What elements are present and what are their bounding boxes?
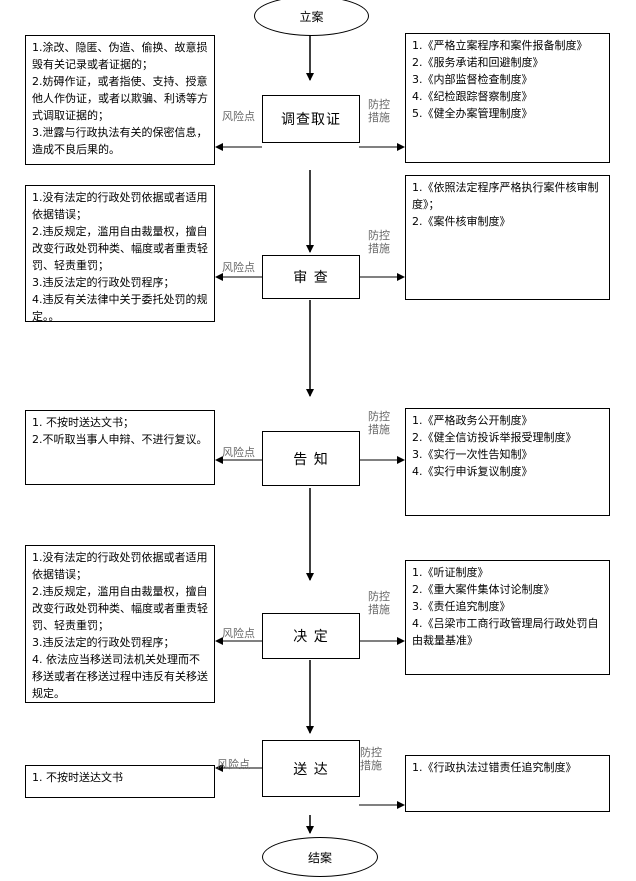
control-item: 1.《依照法定程序严格执行案件核审制度》；: [412, 181, 599, 211]
control-label: 防控措施: [360, 746, 382, 772]
control-label: 防控措施: [368, 229, 390, 255]
step-label: 审 查: [293, 270, 329, 286]
risk-label: 风险点: [222, 446, 255, 459]
risk-item: 4. 依法应当移送司法机关处理而不移送或者在移送过程中违反有关移送规定。: [32, 653, 208, 700]
control-item: 4.《实行申诉复议制度》: [412, 465, 533, 478]
control-item: 2.《健全信访投诉举报受理制度》: [412, 431, 577, 444]
control-item: 1.《听证制度》: [412, 566, 489, 579]
end-node: 结案: [262, 837, 378, 877]
risk-label: 风险点: [222, 627, 255, 640]
step-label: 调查取证: [281, 112, 341, 128]
risk-box-notify: 1. 不按时送达文书； 2.不听取当事人申辩、不进行复议。: [25, 410, 215, 485]
risk-item: 4.违反有关法律中关于委托处罚的规定。。: [32, 293, 208, 323]
risk-item: 1.没有法定的行政处罚依据或者适用依据错误；: [32, 551, 208, 581]
risk-item: 3.违反法定的行政处罚程序；: [32, 636, 175, 649]
control-box-investigate: 1.《严格立案程序和案件报备制度》 2.《服务承诺和回避制度》 3.《内部监督检…: [405, 33, 610, 163]
risk-box-deliver: 1. 不按时送达文书: [25, 765, 215, 798]
control-box-review: 1.《依照法定程序严格执行案件核审制度》； 2.《案件核审制度》: [405, 175, 610, 300]
start-node: 立案: [254, 0, 369, 36]
control-item: 4.《吕梁市工商行政管理局行政处罚自由裁量基准》: [412, 617, 599, 647]
risk-item: 1.没有法定的行政处罚依据或者适用依据错误；: [32, 191, 208, 221]
end-label: 结案: [307, 850, 332, 865]
step-notify: 告 知: [262, 431, 360, 486]
control-item: 2.《案件核审制度》: [412, 215, 511, 228]
control-box-decide: 1.《听证制度》 2.《重大案件集体讨论制度》 3.《责任追究制度》 4.《吕梁…: [405, 560, 610, 675]
risk-label: 风险点: [222, 261, 255, 274]
control-label: 防控措施: [368, 410, 390, 436]
step-review: 审 查: [262, 255, 360, 299]
step-label: 送 达: [293, 761, 329, 778]
risk-item: 1. 不按时送达文书；: [32, 416, 134, 429]
risk-label: 风险点: [217, 758, 250, 771]
control-item: 3.《内部监督检查制度》: [412, 73, 533, 86]
control-item: 4.《纪检跟踪督察制度》: [412, 90, 533, 103]
start-label: 立案: [299, 9, 324, 24]
risk-label: 风险点: [222, 110, 255, 123]
risk-item: 2.妨碍作证，或者指使、支持、授意他人作伪证，或者以欺骗、利诱等方式调取证据的；: [32, 75, 208, 122]
risk-item: 2.不听取当事人申辩、不进行复议。: [32, 433, 208, 446]
control-item: 1.《行政执法过错责任追究制度》: [412, 761, 577, 774]
step-label: 告 知: [293, 451, 329, 468]
risk-item: 2.违反规定，滥用自由裁量权，擅自改变行政处罚种类、幅度或者重责轻罚、轻责重罚；: [32, 585, 208, 632]
risk-item: 1. 不按时送达文书: [32, 771, 123, 784]
control-item: 3.《责任追究制度》: [412, 600, 511, 613]
control-label: 防控措施: [368, 590, 390, 616]
step-investigate: 调查取证: [262, 95, 360, 143]
step-deliver: 送 达: [262, 740, 360, 797]
step-label: 决 定: [293, 629, 329, 645]
risk-item: 1.涂改、隐匿、伪造、偷换、故意损毁有关记录或者证据的；: [32, 41, 208, 71]
risk-box-review: 1.没有法定的行政处罚依据或者适用依据错误； 2.违反规定，滥用自由裁量权，擅自…: [25, 185, 215, 323]
control-item: 5.《健全办案管理制度》: [412, 107, 533, 120]
control-box-deliver: 1.《行政执法过错责任追究制度》: [405, 755, 610, 812]
control-item: 1.《严格政务公开制度》: [412, 414, 533, 427]
risk-item: 3.违反法定的行政处罚程序；: [32, 276, 175, 289]
risk-box-investigate: 1.涂改、隐匿、伪造、偷换、故意损毁有关记录或者证据的； 2.妨碍作证，或者指使…: [25, 35, 215, 165]
control-label: 防控措施: [368, 98, 390, 124]
step-decide: 决 定: [262, 613, 360, 659]
control-item: 3.《实行一次性告知制》: [412, 448, 533, 461]
control-item: 2.《服务承诺和回避制度》: [412, 56, 544, 69]
control-item: 2.《重大案件集体讨论制度》: [412, 583, 555, 596]
control-box-notify: 1.《严格政务公开制度》 2.《健全信访投诉举报受理制度》 3.《实行一次性告知…: [405, 408, 610, 516]
risk-box-decide: 1.没有法定的行政处罚依据或者适用依据错误； 2.违反规定，滥用自由裁量权，擅自…: [25, 545, 215, 703]
control-item: 1.《严格立案程序和案件报备制度》: [412, 39, 588, 52]
risk-item: 2.违反规定，滥用自由裁量权，擅自改变行政处罚种类、幅度或者重责轻罚、轻责重罚；: [32, 225, 208, 272]
risk-item: 3.泄露与行政执法有关的保密信息，造成不良后果的。: [32, 126, 208, 156]
